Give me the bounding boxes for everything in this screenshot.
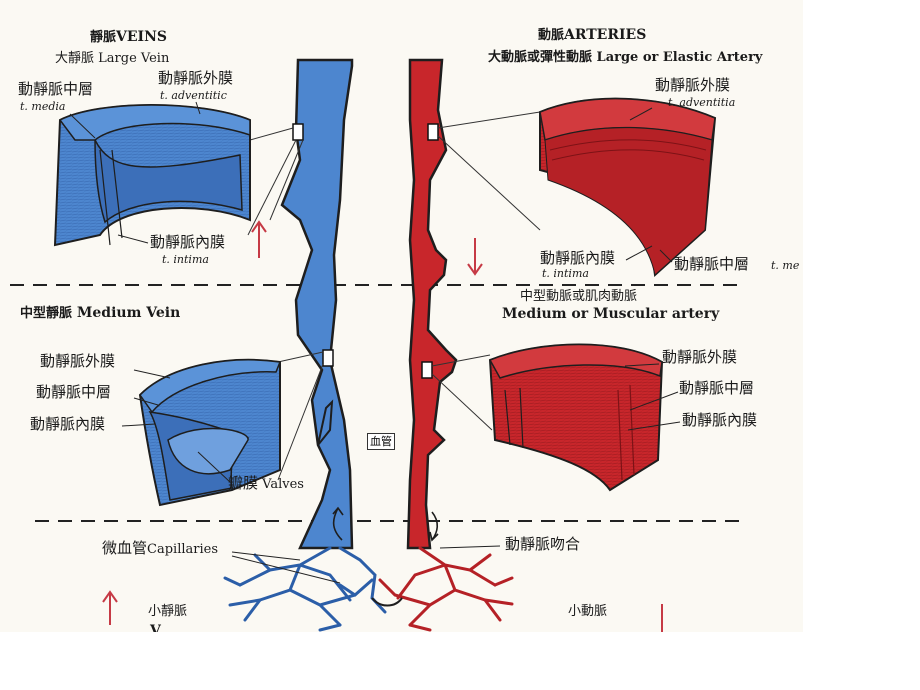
arrow-up-upper-left [251, 220, 267, 258]
large-artery-intima-label: 動靜脈內膜 [540, 249, 616, 267]
capillaries-label: Capillaries [147, 542, 218, 557]
medium-vein-intima-label: 動靜脈內膜 [30, 415, 106, 433]
vessel-illustration [10, 58, 740, 632]
large-artery-adventitia-label: 動靜脈外膜 [655, 76, 731, 94]
vein-section-marker-large [292, 123, 304, 141]
small-vein-label-partial: V [150, 623, 161, 632]
large-vein-title: Large Vein [98, 51, 170, 66]
valve-flap [167, 427, 249, 475]
medium-vein-title-cn: 中型靜脈 [20, 306, 73, 321]
artery-section-marker-medium [421, 361, 433, 379]
large-artery-title: Large or Elastic Artery [596, 50, 763, 65]
small-artery-label-cn: 小動脈 [568, 604, 608, 619]
veins-header: VEINS [116, 29, 168, 45]
large-artery-section [539, 97, 717, 278]
central-vein [280, 58, 354, 550]
medium-vein-section [138, 358, 282, 507]
valves-label-cn: 瓣膜 [228, 474, 259, 492]
artery-capillaries [378, 546, 514, 632]
medium-artery-title: Medium or Muscular artery [502, 306, 720, 322]
center-vessel-tag: 血管 [367, 433, 395, 451]
large-artery-adventitia-latin: t. adventitia [668, 96, 736, 109]
arrow-up-lower-left [102, 590, 118, 625]
medium-vein-media-label: 動靜脈中層 [36, 383, 112, 401]
capillaries-label-cn: 微血管 [102, 539, 148, 557]
medium-vein-adventitia-label: 動靜脈外膜 [40, 352, 116, 370]
medium-artery-intima-label: 動靜脈內膜 [682, 411, 758, 429]
large-vein-media-latin: t. media [20, 100, 66, 113]
anastomosis-loop [371, 597, 403, 607]
large-vein-intima-latin: t. intima [162, 253, 209, 266]
vein-branch [317, 399, 334, 446]
medium-artery-adventitia-label: 動靜脈外膜 [662, 348, 738, 366]
large-vein-adventitia-label: 動靜脈外膜 [158, 69, 234, 87]
large-artery-media-latin: t. me [771, 259, 800, 272]
medium-vein-title: Medium Vein [76, 305, 181, 321]
medium-artery-title-cn: 中型動脈或肌肉動脈 [520, 289, 638, 304]
large-artery-media-label: 動靜脈中層 [674, 255, 750, 273]
arteries-header-cn: 動脈 [538, 28, 565, 43]
artery-section-marker-large [427, 123, 439, 141]
arteries-header: ARTERIES [564, 27, 647, 43]
small-vein-label-cn: 小靜脈 [148, 604, 188, 619]
vein-section-marker-medium [322, 349, 334, 367]
large-artery-title-cn: 大動脈或彈性動脈 [488, 50, 593, 65]
veins-header-cn: 靜脈 [90, 30, 117, 45]
arrow-down-upper-right [467, 238, 483, 276]
large-vein-adventitia-latin: t. adventitic [160, 89, 227, 102]
valves-label: Valves [262, 477, 304, 492]
large-vein-title-cn: 大靜脈 [55, 51, 95, 66]
leader-lines [69, 101, 681, 584]
curved-flow-arrows [332, 506, 439, 542]
large-artery-intima-latin: t. intima [542, 267, 589, 280]
large-vein-section [53, 104, 251, 247]
medium-artery-section [488, 343, 664, 492]
large-vein-intima-label: 動靜脈內膜 [150, 233, 226, 251]
flow-arrows [102, 220, 663, 632]
illustration-panel: 靜脈VEINS 大靜脈 Large Vein 動靜脈中層 t. media 動靜… [0, 0, 803, 632]
medium-artery-media-label: 動靜脈中層 [679, 379, 755, 397]
large-vein-media-label: 動靜脈中層 [18, 80, 94, 98]
anastomosis-label: 動靜脈吻合 [505, 535, 581, 553]
projection-lines [247, 111, 541, 481]
